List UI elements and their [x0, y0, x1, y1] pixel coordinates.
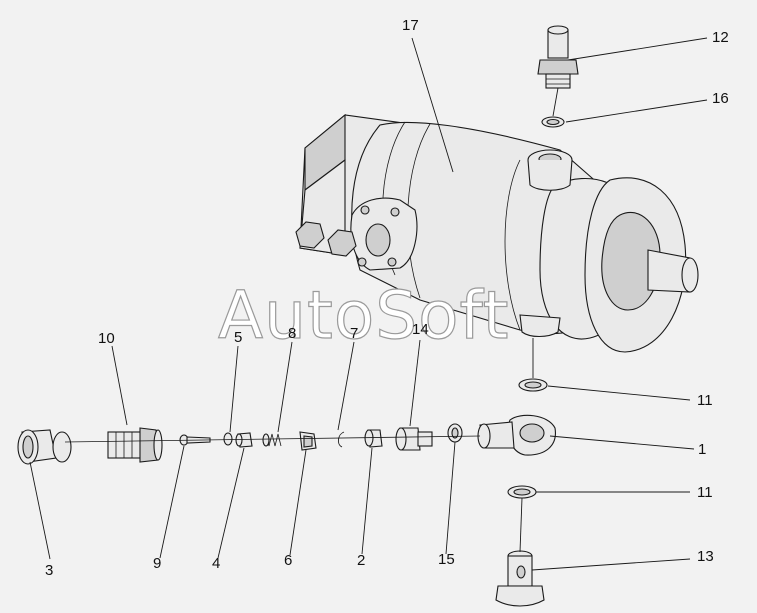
label-14: 14: [412, 321, 429, 338]
label-2: 2: [357, 552, 365, 569]
part-12-fitting: [537, 25, 579, 89]
label-1: 1: [698, 441, 706, 458]
label-15: 15: [438, 551, 455, 568]
part-8-spring: [262, 433, 282, 447]
label-11-upper: 11: [697, 392, 713, 409]
watermark: AutoSoft: [218, 277, 509, 354]
label-16: 16: [712, 90, 729, 107]
part-5-washer: [223, 432, 233, 446]
part-10-valve-body: [107, 427, 163, 463]
part-1-banjo-fitting: [477, 414, 556, 456]
label-5: 5: [234, 329, 242, 346]
part-6-stopper: [299, 431, 317, 451]
part-15-o-ring: [447, 423, 463, 443]
label-7: 7: [350, 325, 358, 342]
label-12: 12: [712, 29, 729, 46]
pump-housing: [295, 113, 699, 353]
label-6: 6: [284, 552, 292, 569]
part-13-hollow-bolt: [495, 550, 545, 607]
label-9: 9: [153, 555, 161, 572]
label-4: 4: [212, 555, 220, 572]
part-2-insert: [364, 429, 383, 448]
part-labels: 17 12 16 10 5 8 7 14 11 1 11 3 9 4 6 2 1…: [45, 17, 729, 579]
label-10: 10: [98, 330, 115, 347]
part-3-sleeve: [17, 429, 72, 465]
part-4-cap: [235, 432, 253, 448]
part-7-snap-ring: [337, 431, 345, 448]
leader-lines: [29, 37, 708, 571]
label-17: 17: [402, 17, 419, 34]
label-13: 13: [697, 548, 714, 565]
label-3: 3: [45, 562, 53, 579]
label-11-lower: 11: [697, 484, 713, 501]
label-8: 8: [288, 325, 296, 342]
part-14-seat: [395, 427, 433, 451]
